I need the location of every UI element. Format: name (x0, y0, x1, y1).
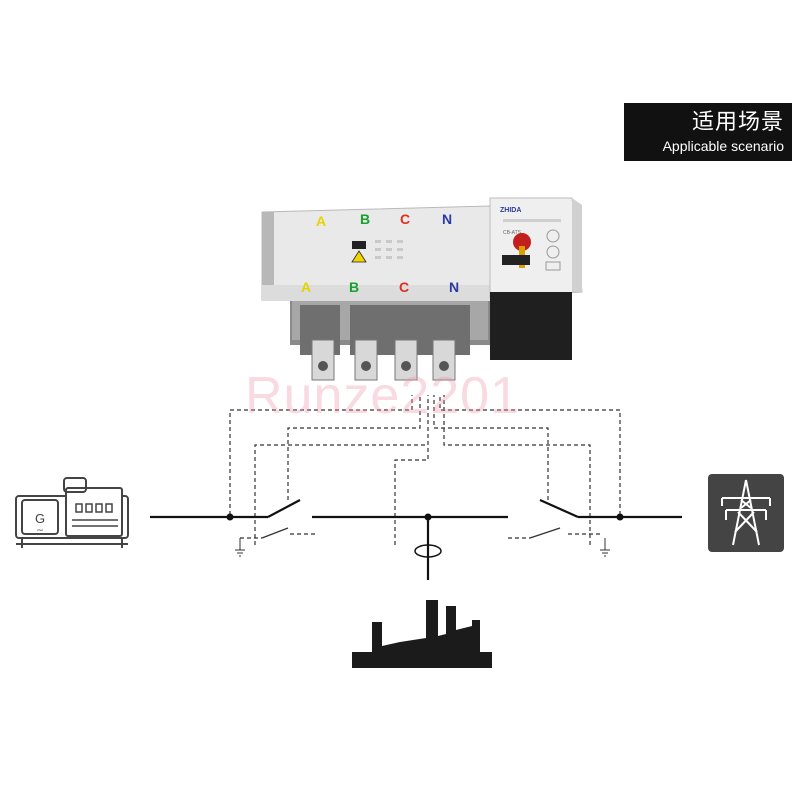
brand-label: ZHIDA (500, 207, 521, 214)
switch-contact-left (267, 499, 301, 518)
ats-switch-device: A B C N A B C N ZHIDA CB-ATS (261, 197, 583, 381)
node-left (226, 513, 234, 521)
sine-icon: ~ (36, 526, 44, 536)
watermark: Runze2201 (245, 367, 520, 425)
generator-label: G (35, 511, 45, 526)
earth-contacts (240, 533, 600, 539)
current-transformer-icon (414, 544, 442, 558)
ground-icon (600, 538, 610, 557)
model-label: CB-ATS (503, 230, 522, 236)
warning-icon (351, 250, 367, 263)
controller-module: ZHIDA CB-ATS (489, 197, 583, 360)
rating-label (352, 241, 366, 249)
node-center (424, 513, 432, 521)
power-tower-icon (708, 474, 784, 552)
node-right (616, 513, 624, 521)
factory-icon (352, 600, 492, 668)
indicator-window (502, 255, 530, 265)
phase-label-b-top: B (360, 211, 370, 227)
phase-label-n-bottom: N (449, 279, 459, 295)
control-wiring (229, 395, 621, 545)
badge-subtitle: Applicable scenario (662, 138, 784, 154)
phase-label-n-top: N (442, 211, 452, 227)
ground-icon (235, 538, 245, 557)
single-line-diagram (150, 498, 682, 580)
generator-icon (15, 477, 129, 548)
terminal-block (300, 305, 470, 381)
badge-title: 适用场景 (691, 110, 784, 135)
phase-label-c-top: C (400, 211, 410, 227)
phase-label-b-bottom: B (349, 279, 359, 295)
phase-label-a-bottom: A (301, 279, 311, 295)
phase-label-c-bottom: C (399, 279, 409, 295)
handle-knob-icon (513, 233, 531, 251)
switch-contact-right (539, 498, 579, 519)
phase-label-a-top: A (316, 213, 326, 229)
scenario-badge: 适用场景 Applicable scenario (624, 103, 792, 161)
